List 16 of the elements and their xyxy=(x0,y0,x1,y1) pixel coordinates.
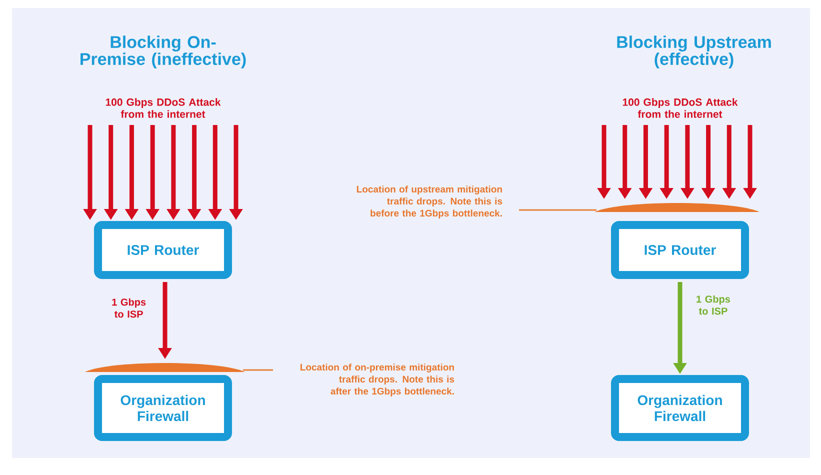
mound xyxy=(85,363,245,372)
heading: Blocking Upstream (effective) xyxy=(617,36,771,68)
leader-line xyxy=(519,209,596,211)
note-text: Location of on-premise mitigation traffic drops. Note this is after the 1Gbps bottleneck. xyxy=(300,364,454,396)
attack-label: 100 Gbps DDoS Attack from the internet xyxy=(622,98,738,118)
edge-label: 1 Gbps to ISP xyxy=(696,295,730,315)
device-box: ISP Router xyxy=(611,221,749,279)
device-box: ISP Router xyxy=(94,221,232,279)
leader-line xyxy=(243,369,273,371)
heading: Blocking On-Premise (ineffective) xyxy=(80,36,246,68)
attack-label: 100 Gbps DDoS Attack from the internet xyxy=(106,98,221,118)
note-text: Location of upstream mitigation traffic drops. Note this is before the 1Gbps bottleneck. xyxy=(356,186,502,218)
device-box: Organization Firewall xyxy=(611,375,749,441)
mound xyxy=(594,203,760,212)
edge-label: 1 Gbps to ISP xyxy=(112,298,146,318)
device-box: Organization Firewall xyxy=(94,375,232,441)
